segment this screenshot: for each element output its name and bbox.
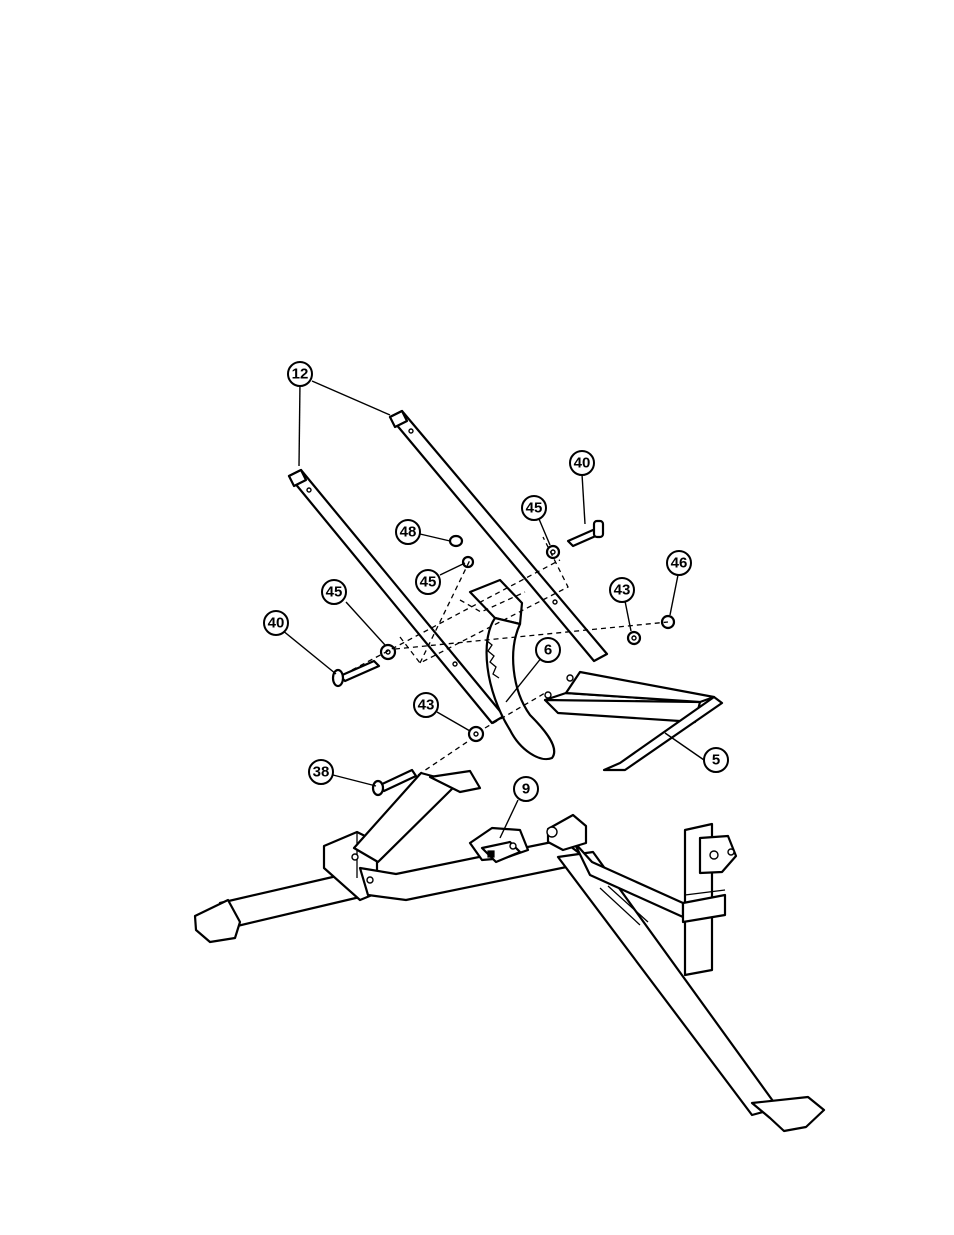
callout-38: 38 bbox=[309, 760, 333, 784]
callout-12: 12 bbox=[288, 362, 312, 386]
callout-43-left-label: 43 bbox=[418, 697, 435, 714]
callout-6-label: 6 bbox=[544, 642, 552, 659]
callout-40-upper-label: 40 bbox=[574, 455, 591, 472]
callout-5-label: 5 bbox=[712, 752, 720, 769]
callout-45-left: 45 bbox=[322, 580, 346, 604]
callout-43-left: 43 bbox=[414, 693, 438, 717]
callout-45-left-label: 45 bbox=[326, 584, 343, 601]
seat-frame-part-5 bbox=[545, 672, 722, 770]
callout-45-upper-label: 45 bbox=[526, 500, 543, 517]
callout-38-label: 38 bbox=[313, 764, 330, 781]
callout-9-label: 9 bbox=[522, 781, 530, 798]
base-frame bbox=[195, 771, 824, 1131]
callout-12-label: 12 bbox=[292, 366, 309, 383]
callout-45-upper: 45 bbox=[522, 496, 546, 520]
callout-40-upper: 40 bbox=[570, 451, 594, 475]
callout-5: 5 bbox=[704, 748, 728, 772]
callout-46: 46 bbox=[667, 551, 691, 575]
callout-40-left-label: 40 bbox=[268, 615, 285, 632]
callout-48: 48 bbox=[396, 520, 420, 544]
callout-43-right-label: 43 bbox=[614, 582, 631, 599]
callout-9: 9 bbox=[514, 777, 538, 801]
callout-45-middle-label: 45 bbox=[420, 574, 437, 591]
callout-6: 6 bbox=[536, 638, 560, 662]
callout-48-label: 48 bbox=[400, 524, 417, 541]
callout-43-right: 43 bbox=[610, 578, 634, 602]
callout-40-left: 40 bbox=[264, 611, 288, 635]
callout-46-label: 46 bbox=[671, 555, 688, 572]
callout-45-middle: 45 bbox=[416, 570, 440, 594]
